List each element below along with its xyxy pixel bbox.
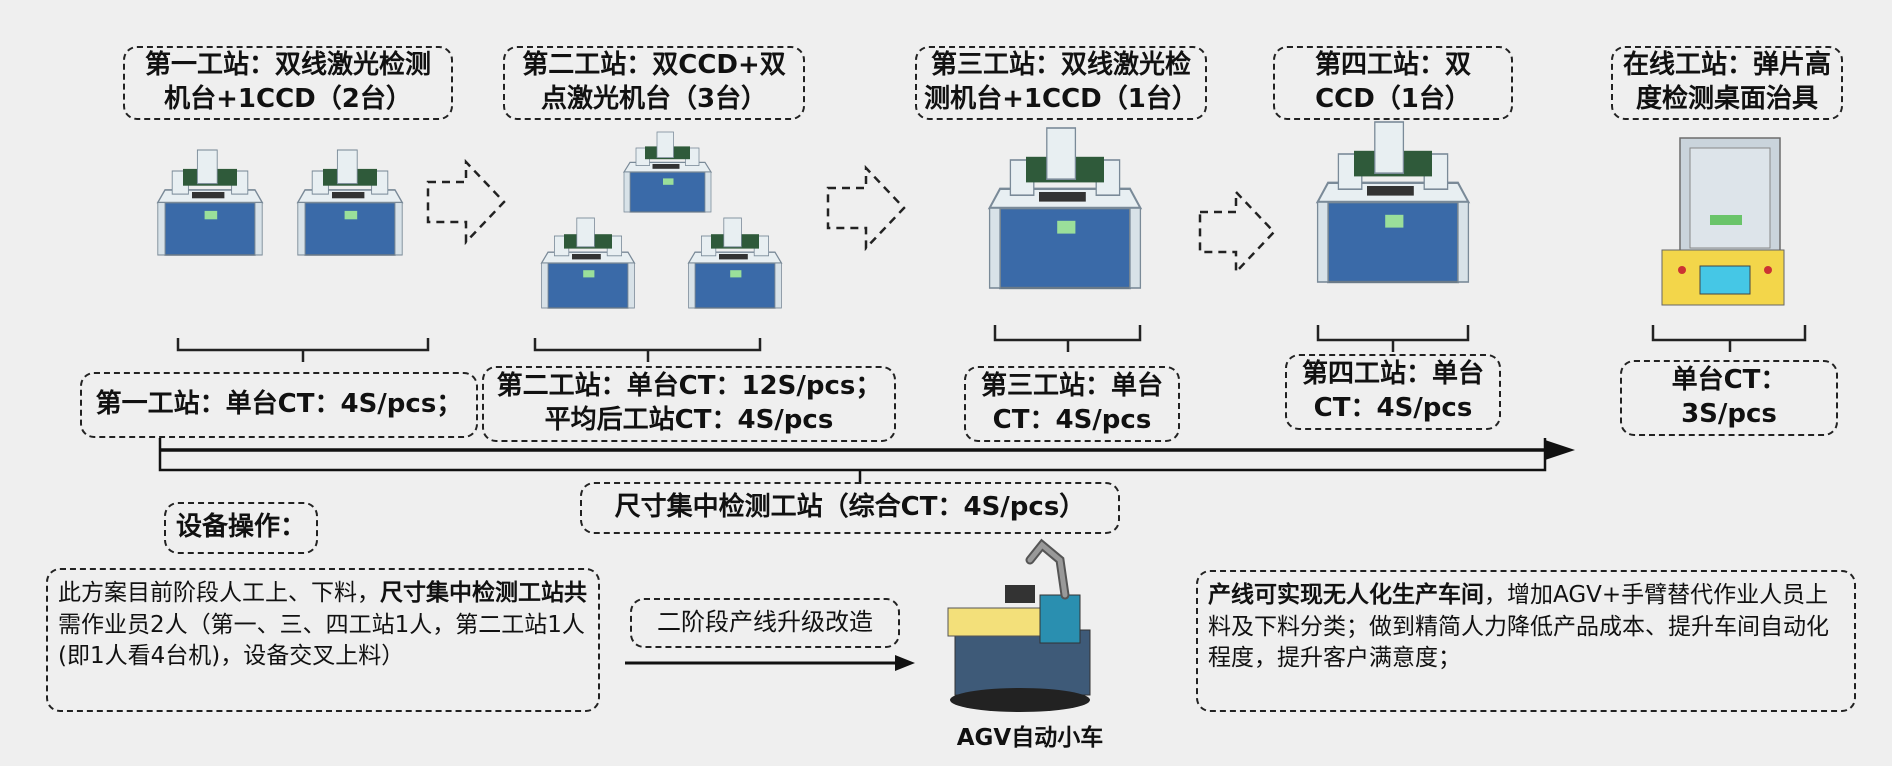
- station-4-machine: [1316, 120, 1470, 284]
- operation-heading: 设备操作：: [164, 502, 318, 554]
- future-text: ，增加AGV+手臂替代作业人员上料及下料分类；做到精简人力降低产品成本、提升车间…: [1208, 582, 1829, 672]
- station-5-ct-line2: 3S/pcs: [1681, 399, 1777, 429]
- station-4-ct-line2: CT：4S/pcs: [1313, 393, 1473, 423]
- bracket-station-4: [1316, 325, 1470, 352]
- flow-arrow-2-icon: [826, 164, 906, 252]
- station-2-ct: 第二工站：单台CT：12S/pcs；平均后工站CT：4S/pcs: [482, 366, 896, 442]
- operation-text-c: 需作业员2人（第一、三、四工站1人，第二工站1人(即1人看4台机)，设备交叉上料…: [58, 611, 585, 670]
- bracket-station-2: [533, 338, 762, 362]
- operation-heading-text: 设备操作：: [175, 512, 306, 543]
- station-1-ct: 第一工站：单台CT：4S/pcs；: [80, 372, 478, 438]
- agv-robot: [947, 538, 1091, 712]
- bracket-station-3: [993, 325, 1142, 352]
- station-2-machine-b: [540, 217, 636, 309]
- station-5-title-line1: 在线工站：弹片高: [1622, 50, 1831, 81]
- upgrade-label-box: 二阶段产线升级改造: [630, 598, 900, 648]
- station-5-title-line2: 度检测桌面治具: [1635, 84, 1818, 114]
- bracket-station-1: [176, 338, 430, 362]
- station-1-title-line1: 第一工站：双线激光检测: [144, 50, 431, 81]
- summary-box: 尺寸集中检测工站（综合CT：4S/pcs）: [580, 482, 1120, 534]
- station-3-ct-line1: 第三工站：单台: [980, 371, 1163, 402]
- operation-text-a: 此方案目前阶段人工上、下料，: [58, 580, 380, 606]
- station-1-machine-a: [157, 149, 263, 256]
- station-3-title: 第三工站：双线激光检测机台+1CCD（1台）: [915, 46, 1207, 120]
- station-1-ct-line1: 第一工站：单台CT：4S/pcs；: [95, 389, 463, 420]
- station-4-title-line2: CCD（1台）: [1315, 84, 1471, 114]
- station-1-title-line2: 机台+1CCD（2台）: [164, 84, 412, 114]
- station-2-machine-a: [623, 131, 712, 213]
- station-2-title-line2: 点激光机台（3台）: [540, 84, 768, 114]
- upgrade-label-text: 二阶段产线升级改造: [657, 608, 873, 637]
- operation-text-bold: 尺寸集中检测工站共: [380, 580, 587, 606]
- future-text-bold: 产线可实现无人化生产车间: [1208, 582, 1484, 608]
- station-5-ct: 单台CT：3S/pcs: [1620, 360, 1838, 436]
- main-flow-arrowhead-icon: [1545, 440, 1575, 460]
- station-5-ct-line1: 单台CT：: [1671, 365, 1787, 396]
- summary-text: 尺寸集中检测工站（综合CT：4S/pcs）: [614, 492, 1086, 523]
- upgrade-arrow-icon: [895, 655, 915, 671]
- station-3-ct-line2: CT：4S/pcs: [992, 405, 1152, 435]
- bracket-station-5: [1651, 325, 1807, 352]
- flow-arrow-3-icon: [1198, 188, 1276, 276]
- station-2-title-line1: 第二工站：双CCD+双: [522, 50, 786, 81]
- station-2-ct-line2: 平均后工站CT：4S/pcs: [544, 405, 834, 435]
- station-4-ct-line1: 第四工站：单台: [1301, 359, 1484, 390]
- flow-arrow-1-icon: [426, 158, 506, 246]
- station-3-machine: [988, 126, 1142, 290]
- station-5-fixture: [1661, 137, 1785, 306]
- station-2-ct-line1: 第二工站：单台CT：12S/pcs；: [496, 371, 882, 402]
- future-description: 产线可实现无人化生产车间，增加AGV+手臂替代作业人员上料及下料分类；做到精简人…: [1196, 570, 1856, 712]
- station-3-title-line1: 第三工站：双线激光检: [930, 50, 1191, 81]
- agv-label: AGV自动小车: [956, 725, 1104, 751]
- station-2-title: 第二工站：双CCD+双点激光机台（3台）: [503, 46, 805, 120]
- station-5-title: 在线工站：弹片高度检测桌面治具: [1611, 46, 1843, 120]
- operation-description: 此方案目前阶段人工上、下料，尺寸集中检测工站共需作业员2人（第一、三、四工站1人…: [46, 568, 600, 712]
- station-4-title-line1: 第四工站：双: [1314, 50, 1471, 81]
- station-3-title-line2: 测机台+1CCD（1台）: [924, 84, 1198, 114]
- station-2-machine-c: [687, 217, 783, 309]
- station-1-title: 第一工站：双线激光检测机台+1CCD（2台）: [123, 46, 453, 120]
- station-1-machine-b: [297, 149, 403, 256]
